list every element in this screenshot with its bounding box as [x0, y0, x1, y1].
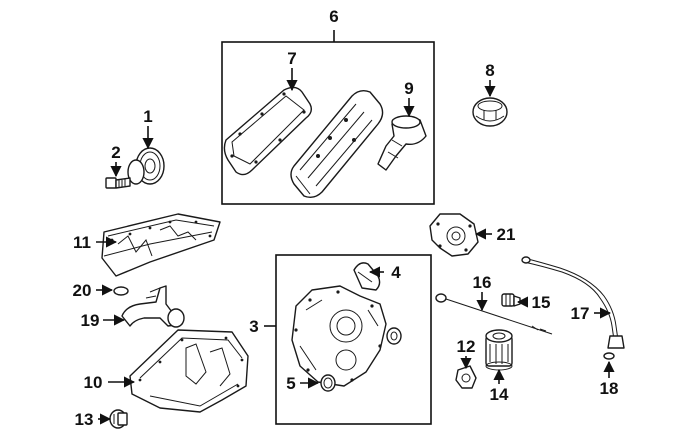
- callout-7: 7: [287, 49, 296, 68]
- callout-10: 10: [84, 373, 103, 392]
- callout-8: 8: [485, 61, 494, 80]
- oil-pickup-tube: [121, 285, 185, 328]
- timing-cover: [291, 285, 402, 387]
- callout-3: 3: [249, 317, 258, 336]
- leader-lines: [96, 68, 615, 425]
- group-box-6: [221, 41, 435, 205]
- callout-1: 1: [143, 107, 152, 126]
- crankshaft-pulley: [127, 147, 165, 185]
- callout-15: 15: [532, 293, 551, 312]
- oil-dipstick: [435, 293, 553, 335]
- pulley-bolt: [105, 177, 131, 189]
- callout-21: 21: [497, 225, 516, 244]
- oil-filter: [485, 329, 513, 371]
- group-box-3: [275, 254, 432, 425]
- callout-14: 14: [490, 385, 509, 404]
- callout-18: 18: [600, 379, 619, 398]
- callout-17: 17: [571, 304, 590, 323]
- callout-20: 20: [73, 281, 92, 300]
- pickup-o-ring: [113, 286, 129, 296]
- callout-11: 11: [73, 233, 91, 252]
- intake-tube: [377, 115, 427, 171]
- callout-16: 16: [473, 273, 492, 292]
- drain-plug: [109, 409, 128, 429]
- oil-pump-housing: [429, 213, 479, 257]
- upper-oil-pan: [101, 213, 221, 277]
- front-crank-seal: [320, 374, 336, 392]
- dipstick-tube-o-ring: [603, 352, 615, 360]
- callout-6: 6: [329, 7, 338, 26]
- callout-5: 5: [286, 374, 295, 393]
- oil-pressure-sensor: [501, 293, 521, 307]
- callout-2: 2: [111, 143, 120, 162]
- callout-9: 9: [404, 79, 413, 98]
- oil-filler-cap: [472, 97, 508, 127]
- callout-4: 4: [391, 263, 401, 282]
- callout-13: 13: [75, 410, 94, 429]
- callout-labels: 1 2 3 4 5 6 7 8 9 10 11 12 13 14 15 16 1…: [73, 7, 619, 429]
- timing-tensioner: [353, 262, 381, 291]
- oil-filter-adapter: [455, 365, 477, 389]
- oil-pan: [129, 329, 249, 413]
- callout-19: 19: [81, 311, 100, 330]
- callout-12: 12: [457, 337, 476, 356]
- valve-cover: [290, 89, 384, 199]
